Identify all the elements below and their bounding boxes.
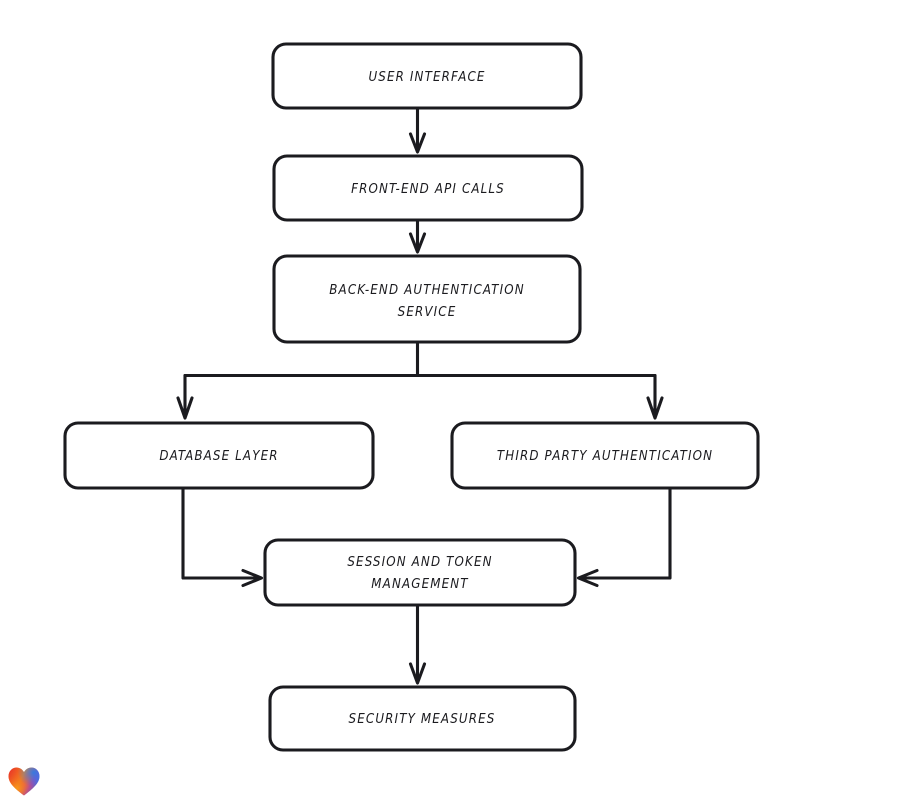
session-and-token-management-label-line2: MANAGEMENT [371,577,469,592]
node-database-layer[interactable]: DATABASE LAYER [63,421,375,490]
database-layer-box[interactable] [63,421,375,490]
edge-api-to-backend [408,218,427,254]
database-layer-label: DATABASE LAYER [159,449,278,464]
node-third-party-authentication[interactable]: THIRD PARTY AUTHENTICATION [450,421,760,490]
edge-database-to-session [181,486,264,588]
heart-logo-wrapper [7,765,41,797]
node-back-end-authentication-service[interactable]: BACK-END AUTHENTICATION SERVICE [272,254,582,344]
security-measures-box[interactable] [268,685,577,752]
front-end-api-calls-box[interactable] [272,154,584,222]
node-front-end-api-calls[interactable]: FRONT-END API CALLS [272,154,584,222]
user-interface-label: USER INTERFACE [368,70,485,85]
back-end-authentication-service-box[interactable] [272,254,582,344]
front-end-api-calls-label: FRONT-END API CALLS [351,182,505,197]
edge-ui-to-api [408,106,427,154]
edge-backend-to-thirdparty [646,373,664,420]
edge-backend-to-database [176,373,194,420]
session-and-token-management-label-line1: SESSION AND TOKEN [347,555,492,570]
third-party-authentication-box[interactable] [450,421,760,490]
user-interface-box[interactable] [271,42,583,110]
heart-icon [8,767,40,796]
security-measures-label: SECURITY MEASURES [349,712,496,727]
session-and-token-management-box[interactable] [263,538,577,607]
node-session-and-token-management[interactable]: SESSION AND TOKEN MANAGEMENT [263,538,577,607]
edge-backend-split-stem [183,340,657,378]
back-end-authentication-service-label-line2: SERVICE [398,305,457,320]
node-user-interface[interactable]: USER INTERFACE [271,42,583,110]
node-security-measures[interactable]: SECURITY MEASURES [268,685,577,752]
edge-thirdparty-to-session [576,486,672,588]
back-end-authentication-service-label-line1: BACK-END AUTHENTICATION [329,283,524,298]
third-party-authentication-label: THIRD PARTY AUTHENTICATION [497,449,713,464]
edge-session-to-security [408,603,427,685]
